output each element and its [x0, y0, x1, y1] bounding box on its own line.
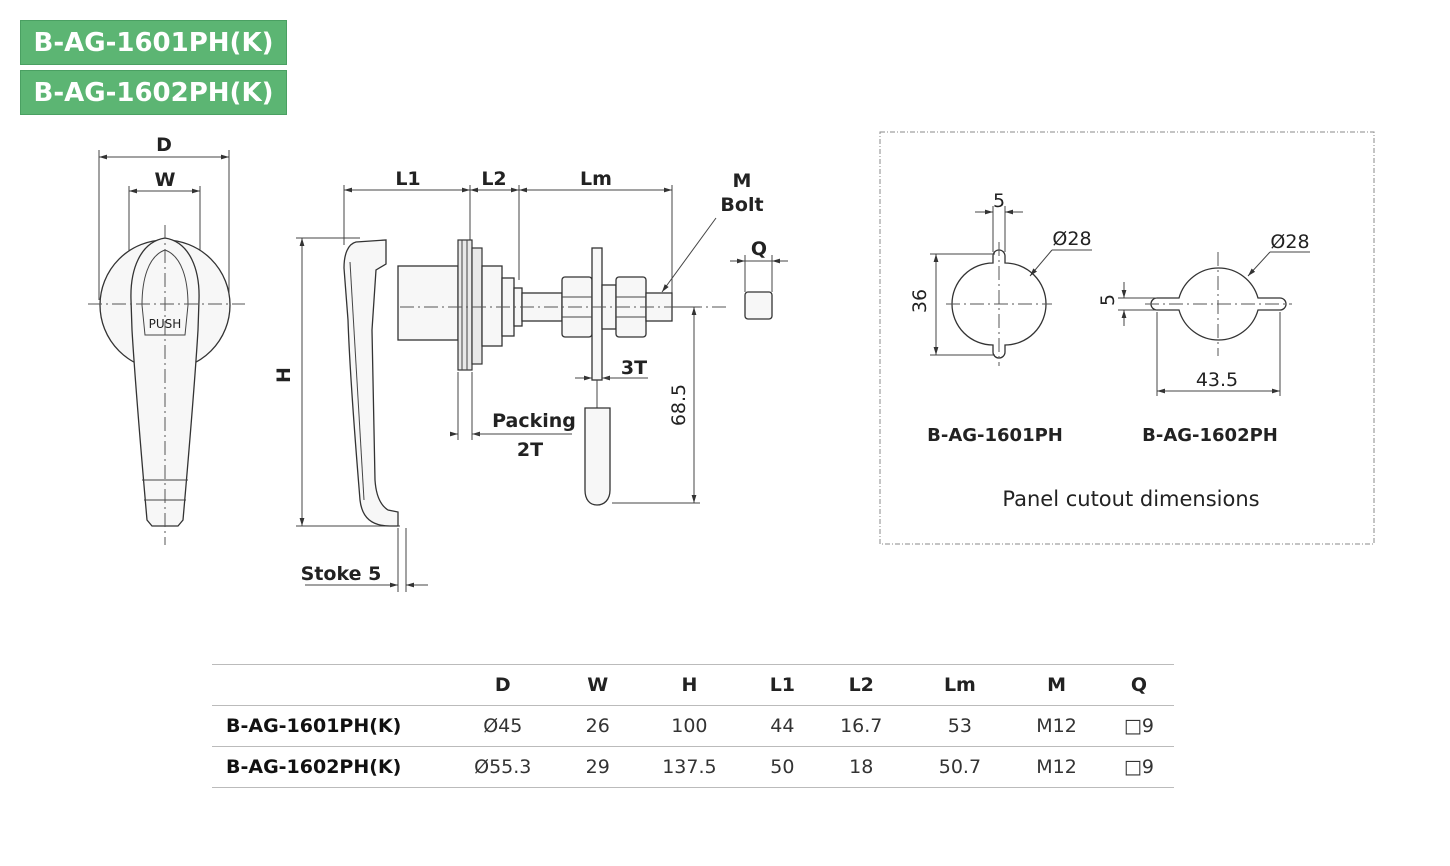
table-cell: □9 [1103, 746, 1174, 788]
table-cell: 137.5 [625, 746, 753, 788]
table-header-q: Q [1103, 664, 1174, 706]
table-cell: 53 [910, 705, 1010, 747]
table-header-h: H [625, 664, 753, 706]
cutout2-label: B-AG-1602PH [1142, 425, 1278, 446]
table-cell: 29 [569, 746, 626, 788]
dim-label-depth: 68.5 [668, 384, 690, 426]
side-view: H L1 L2 Lm M Bolt [273, 168, 788, 592]
table-header-l2: L2 [811, 664, 911, 706]
packing-thickness-label: 2T [517, 439, 543, 461]
cutout1-height-label: 36 [909, 289, 931, 313]
stroke-label: Stoke 5 [301, 563, 382, 585]
cutout2-slot-label: 5 [1097, 294, 1119, 306]
packing-gasket [471, 247, 483, 365]
table-header-m: M [1009, 664, 1104, 706]
lever-handle-side [343, 239, 399, 527]
square-shaft [744, 291, 773, 320]
dim-label-m: M [733, 170, 752, 192]
technical-drawing: D W PUSH H L1 L2 Lm M Bolt [88, 131, 1375, 592]
cam-arm [584, 407, 611, 506]
table-cell: □9 [1103, 705, 1174, 747]
cutout2-diameter-label: Ø28 [1270, 231, 1309, 253]
table-cell: Ø45 [436, 705, 570, 747]
table-header-d: D [436, 664, 570, 706]
bolt-label: Bolt [720, 194, 763, 216]
dim-label-lm: Lm [580, 168, 612, 190]
dim-label-w: W [155, 169, 176, 191]
table-cell: 44 [752, 705, 812, 747]
panel-cutout-title: Panel cutout dimensions [1002, 487, 1259, 511]
table-row: B-AG-1602PH(K) Ø55.3 29 137.5 50 18 50.7… [212, 746, 1174, 788]
model-badge-1601: B-AG-1601PH(K) [20, 20, 287, 65]
model-badge-1602: B-AG-1602PH(K) [20, 70, 287, 115]
packing-label: Packing [492, 410, 576, 432]
cam-plate [591, 247, 603, 381]
table-cell-model: B-AG-1601PH(K) [212, 705, 436, 747]
dim-label-q: Q [751, 238, 767, 260]
lock-body [397, 265, 459, 341]
cutout1-tab-label: 5 [993, 190, 1005, 212]
table-cell: 50.7 [910, 746, 1010, 788]
front-view: D W PUSH [88, 134, 245, 545]
table-cell: 26 [569, 705, 626, 747]
table-header-w: W [569, 664, 626, 706]
flange [457, 239, 473, 371]
table-cell: 16.7 [811, 705, 911, 747]
table-row: B-AG-1601PH(K) Ø45 26 100 44 16.7 53 M12… [212, 705, 1174, 747]
dim-label-d: D [156, 134, 172, 156]
table-header-l1: L1 [752, 664, 812, 706]
table-cell: 50 [752, 746, 812, 788]
cutout-1601: 5 Ø28 36 B-AG-1601PH [909, 190, 1092, 446]
table-cell: M12 [1009, 705, 1104, 747]
panel-cutout-box: 5 Ø28 36 B-AG-1601PH Ø28 5 [879, 131, 1375, 545]
cutout1-label: B-AG-1601PH [927, 425, 1063, 446]
cutout1-diameter-label: Ø28 [1052, 228, 1091, 250]
dim-label-l1: L1 [395, 168, 420, 190]
specification-table: D W H L1 L2 Lm M Q B-AG-1601PH(K) Ø45 26… [212, 664, 1174, 788]
table-cell: Ø55.3 [436, 746, 570, 788]
table-cell: 100 [625, 705, 753, 747]
dim-label-l2: L2 [481, 168, 506, 190]
table-cell: M12 [1009, 746, 1104, 788]
table-header-lm: Lm [910, 664, 1010, 706]
dim-label-3t: 3T [621, 357, 647, 379]
mounting-nut [481, 265, 503, 347]
table-cell-model: B-AG-1602PH(K) [212, 746, 436, 788]
table-cell: 18 [811, 746, 911, 788]
cutout2-length-label: 43.5 [1196, 369, 1238, 391]
cutout-1602: Ø28 5 43.5 B-AG-1602PH [1097, 231, 1310, 446]
table-header-model [212, 664, 436, 706]
dim-label-h: H [273, 367, 295, 383]
table-header-row: D W H L1 L2 Lm M Q [212, 664, 1174, 706]
